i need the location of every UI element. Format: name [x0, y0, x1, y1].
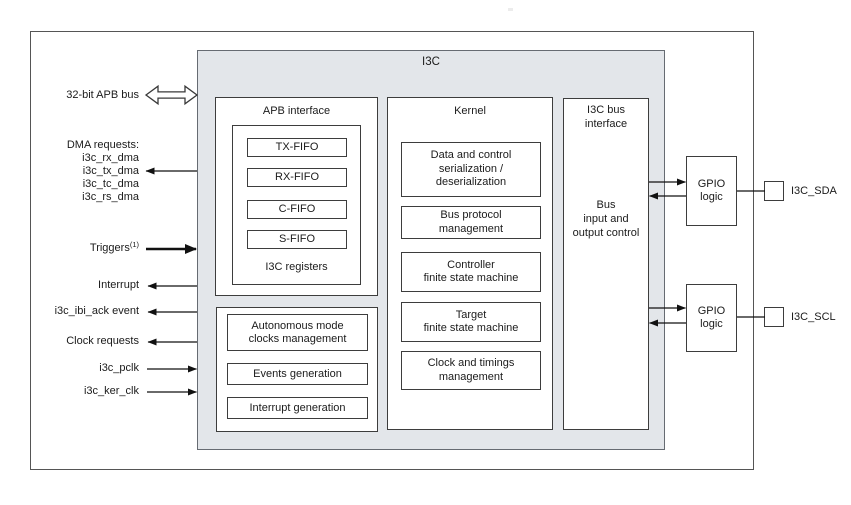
- tx-fifo-box: TX-FIFO: [247, 138, 347, 157]
- triggers-footnote: (1): [129, 240, 139, 249]
- i3c-bus-interface-box: [563, 98, 649, 430]
- interrupt-label: Interrupt: [98, 279, 139, 291]
- i3c-sda-label: I3C_SDA: [791, 185, 837, 197]
- i3c-scl-label: I3C_SCL: [791, 311, 836, 323]
- kernel-title: Kernel: [454, 105, 486, 117]
- rx-fifo-box: RX-FIFO: [247, 168, 347, 187]
- clock-requests-label: Clock requests: [66, 335, 139, 347]
- i3c-scl-pad: [764, 307, 784, 327]
- clock-timings-box: Clock and timings management: [401, 351, 541, 390]
- autonomous-clocks-box: Autonomous mode clocks management: [227, 314, 368, 351]
- s-fifo-box: S-FIFO: [247, 230, 347, 249]
- interrupt-generation-box: Interrupt generation: [227, 397, 368, 419]
- apb-interface-title: APB interface: [262, 105, 331, 117]
- controller-fsm-box: Controller finite state machine: [401, 252, 541, 292]
- serialization-box: Data and control serialization / deseria…: [401, 142, 541, 197]
- triggers-label: Triggers(1): [89, 240, 139, 254]
- ker-clk-label: i3c_ker_clk: [83, 385, 139, 397]
- gpio-logic-sda-box: GPIO logic: [686, 156, 737, 226]
- bus-io-control-label: Bus input and output control: [572, 199, 640, 239]
- i3c-sda-pad: [764, 181, 784, 201]
- i3c-bus-interface-title: I3C bus interface: [584, 104, 628, 130]
- apb-bus-label: 32-bit APB bus: [66, 89, 139, 101]
- dma-requests-header: DMA requests:: [66, 139, 139, 151]
- pclk-label: i3c_pclk: [99, 362, 139, 374]
- dma-request-items: i3c_rx_dma i3c_tx_dma i3c_tc_dma i3c_rs_…: [82, 152, 139, 203]
- dma-requests-label: DMA requests: i3c_rx_dma i3c_tx_dma i3c_…: [28, 139, 139, 204]
- i3c-block-title: I3C: [422, 56, 440, 68]
- i3c-registers-label: I3C registers: [265, 261, 328, 273]
- ibi-ack-event-label: i3c_ibi_ack event: [54, 305, 139, 317]
- gpio-logic-scl-box: GPIO logic: [686, 284, 737, 352]
- page-artifact-dot: [508, 8, 513, 11]
- target-fsm-box: Target finite state machine: [401, 302, 541, 342]
- events-generation-box: Events generation: [227, 363, 368, 385]
- bus-protocol-box: Bus protocol management: [401, 206, 541, 239]
- c-fifo-box: C-FIFO: [247, 200, 347, 219]
